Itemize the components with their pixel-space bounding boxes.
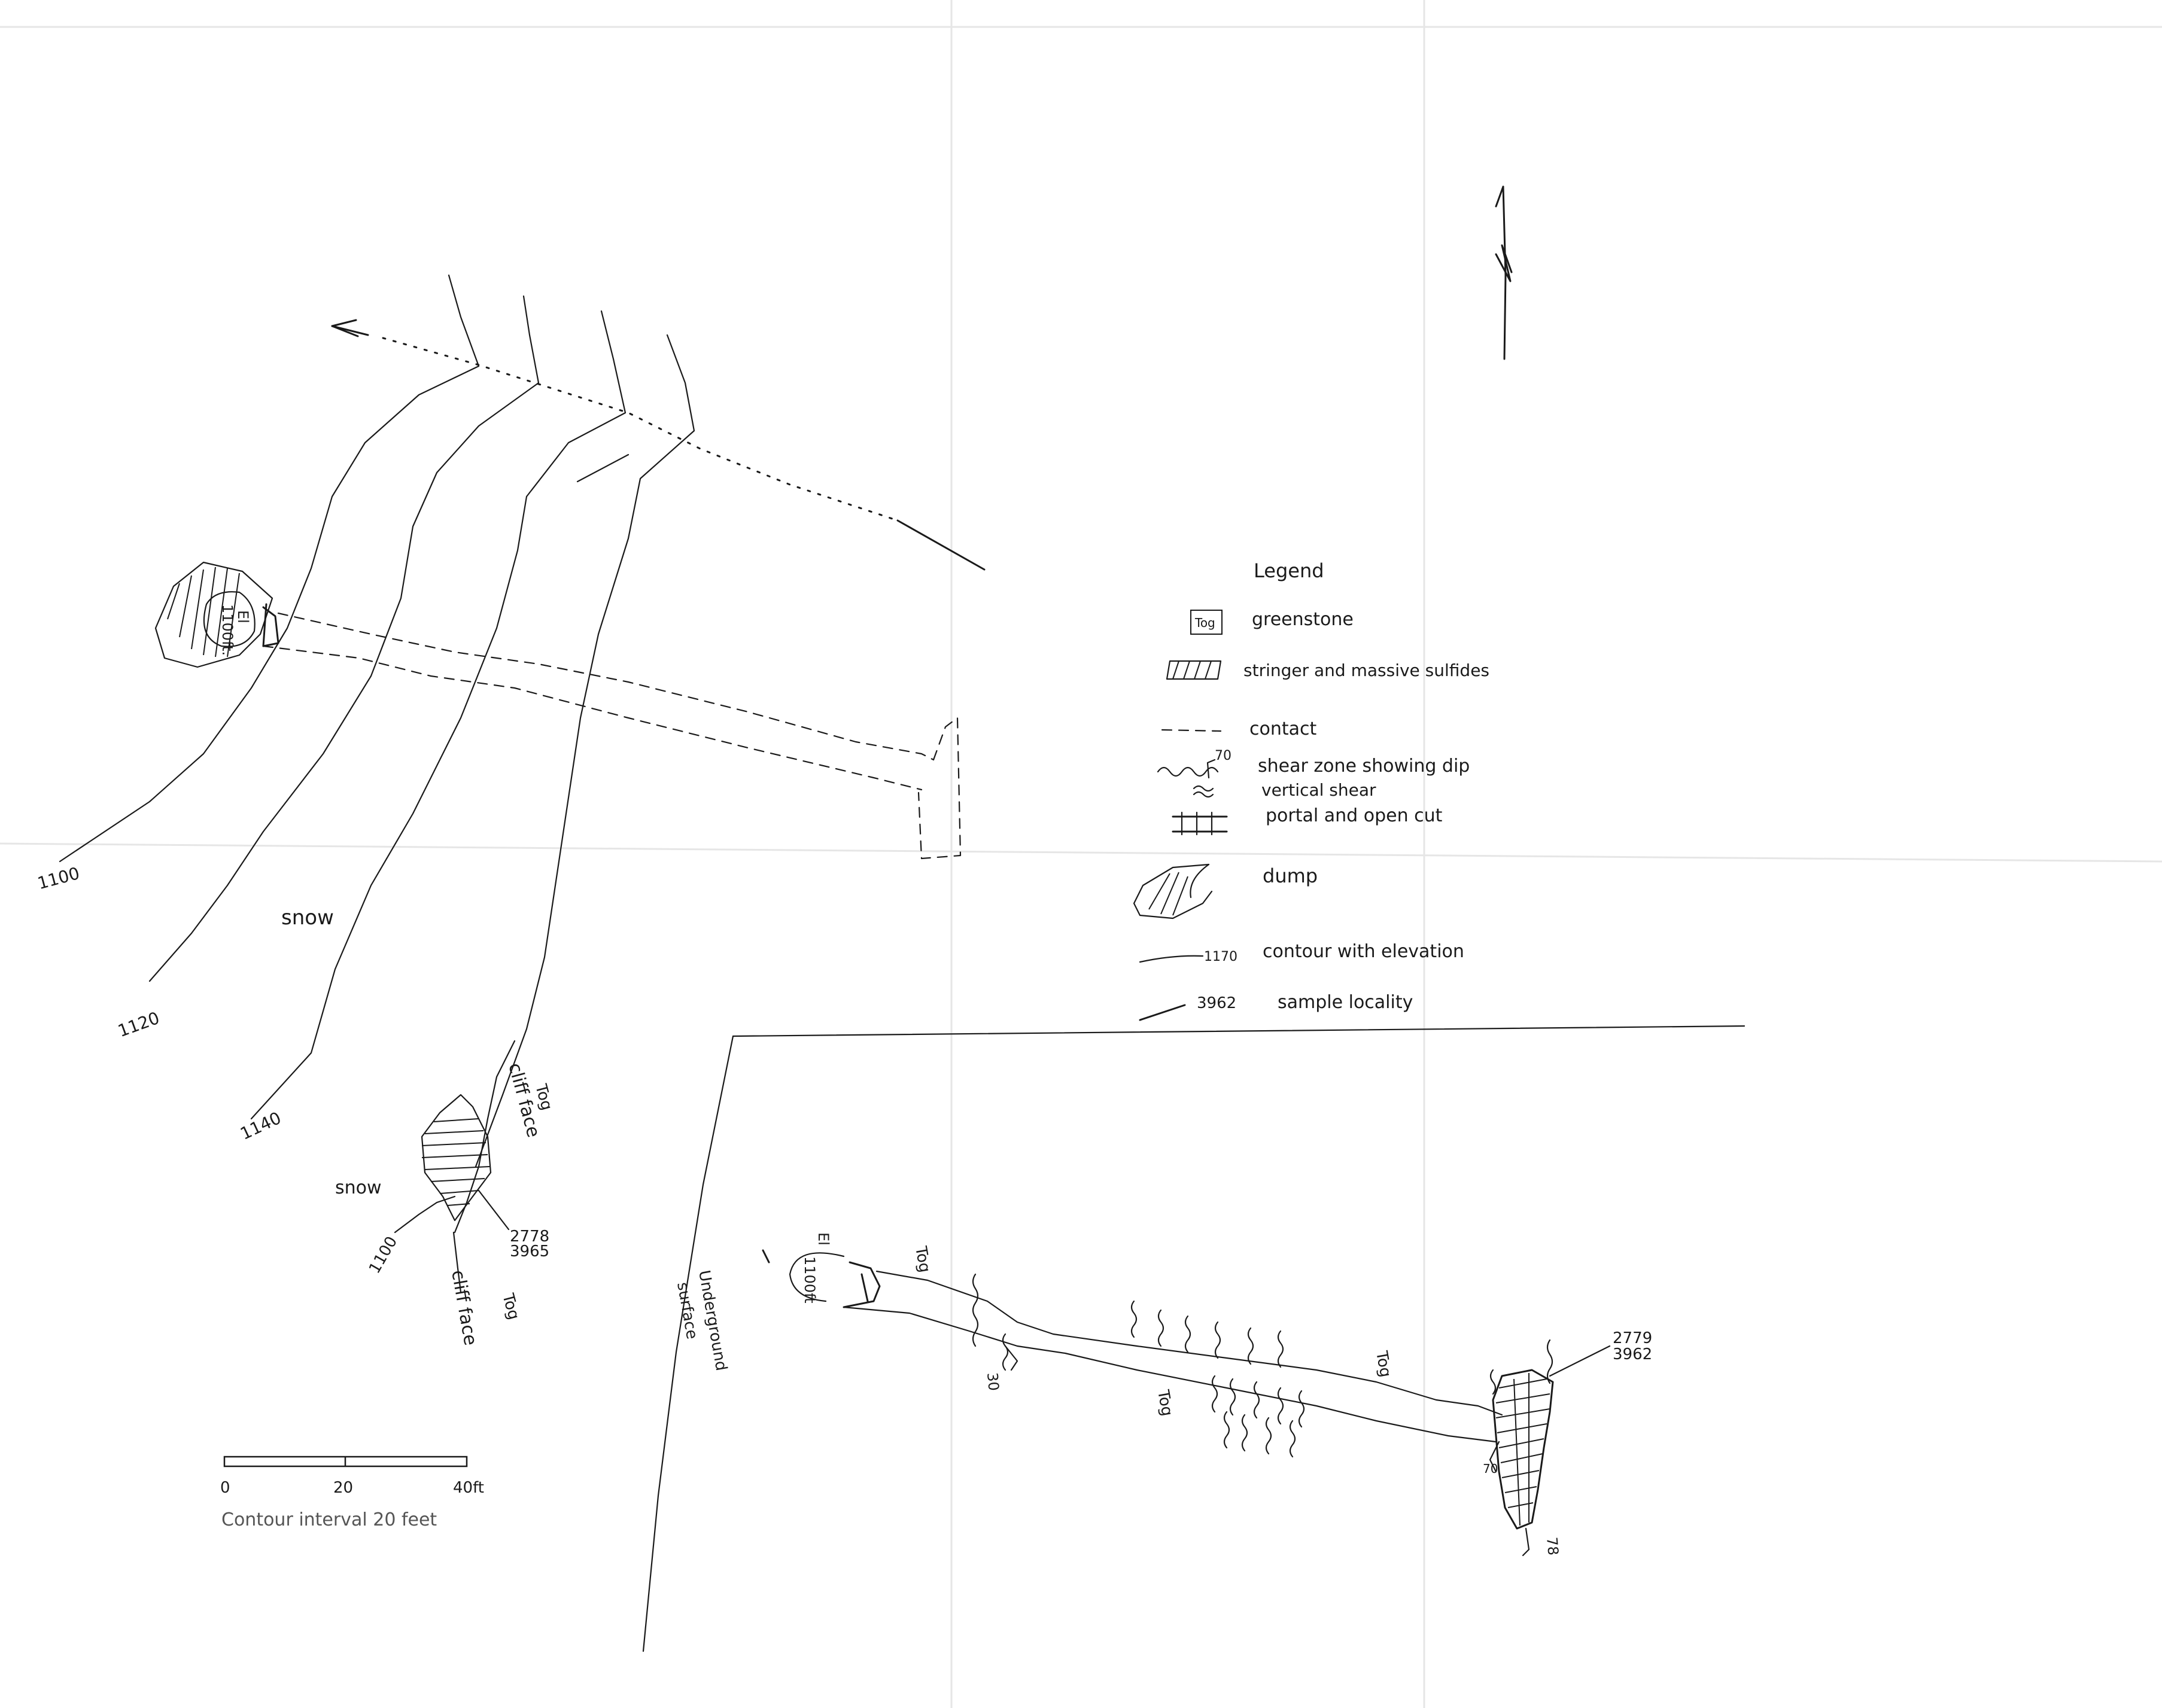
scale-tick-40ft: 40ft xyxy=(453,1479,484,1497)
ridge-line xyxy=(331,319,986,571)
legend-portal-swatch xyxy=(1172,811,1228,836)
portal-section-elevation-1: El xyxy=(815,1232,832,1246)
contour-label-1100-top: 1100 xyxy=(35,863,81,893)
legend-contour-example: 1170 xyxy=(1204,949,1237,964)
sulfide-body-plan xyxy=(421,1040,516,1234)
sample-plan-id1: 2778 xyxy=(510,1228,549,1246)
legend-dump-swatch xyxy=(1133,863,1213,920)
portal-section-elevation-2: 1100ft xyxy=(801,1256,818,1304)
adit-section xyxy=(843,1270,1503,1443)
underground-workings-plan xyxy=(262,612,962,860)
legend-tog-box-label: Tog xyxy=(1194,616,1215,630)
legend-shear-zone: shear zone showing dip xyxy=(1258,756,1470,777)
scale-tick-20: 20 xyxy=(333,1479,353,1497)
legend-shear-swatch xyxy=(1157,759,1219,798)
sulfide-body-section xyxy=(1489,1369,1554,1557)
legend-vertical-shear: vertical shear xyxy=(1261,780,1376,800)
tog-label-section-right: Tog xyxy=(1372,1349,1394,1378)
tog-label-plan-lower: Tog xyxy=(498,1291,523,1322)
cliff-face-label-lower: cliff face xyxy=(447,1268,481,1347)
legend: Legend Tog greenstone stringer and massi… xyxy=(1133,559,1489,1021)
legend-contact-swatch xyxy=(1161,729,1222,732)
legend-title: Legend xyxy=(1254,559,1324,582)
contour-label-1120: 1120 xyxy=(115,1008,162,1041)
sample-leader-section xyxy=(1549,1345,1611,1377)
contour-lines xyxy=(59,274,695,1168)
shear-marks-section xyxy=(972,1273,1553,1458)
underground-label-2: surface xyxy=(673,1281,701,1341)
dip-30-label: 30 xyxy=(984,1372,1002,1392)
scale-bar xyxy=(223,1456,468,1468)
sample-plan-id2: 3965 xyxy=(510,1243,549,1261)
dip-78-label: 78 xyxy=(1543,1536,1562,1556)
north-arrow xyxy=(1495,185,1513,360)
snow-label-main: snow xyxy=(281,906,334,930)
legend-sulfide-swatch xyxy=(1166,660,1222,680)
legend-tog-box xyxy=(1190,610,1223,635)
legend-contour: contour with elevation xyxy=(1263,941,1464,962)
legend-portal-open-cut: portal and open cut xyxy=(1266,805,1443,826)
legend-sample-example: 3962 xyxy=(1197,994,1236,1012)
tog-label-section-upper: Tog xyxy=(911,1244,933,1274)
legend-greenstone: greenstone xyxy=(1252,609,1354,630)
portal-plan-elevation-2: 1100ft. xyxy=(219,604,236,656)
legend-sample-swatch xyxy=(1139,1004,1186,1021)
snow-label-lower: snow xyxy=(335,1177,382,1198)
contour-label-1140: 1140 xyxy=(237,1108,284,1144)
sample-section-id1: 2779 xyxy=(1613,1329,1652,1347)
legend-dump: dump xyxy=(1263,864,1318,887)
dip-70-label: 70 xyxy=(1483,1462,1498,1476)
legend-sample-locality: sample locality xyxy=(1278,992,1413,1013)
legend-contour-swatch xyxy=(1139,955,1204,963)
portal-section xyxy=(762,1249,881,1308)
section-frame xyxy=(642,1025,1746,1652)
legend-shear-dip-value: 70 xyxy=(1215,748,1231,763)
portal-dump-plan xyxy=(154,561,279,668)
contour-label-1100-bottom: 1100 xyxy=(366,1234,401,1277)
tog-label-section-lower: Tog xyxy=(1154,1388,1176,1417)
underground-label-1: Underground xyxy=(695,1269,730,1372)
portal-plan-elevation-1: El xyxy=(235,610,251,623)
contour-interval-note: Contour interval 20 feet xyxy=(221,1509,437,1530)
sample-leader-plan xyxy=(478,1189,510,1231)
cliff-line-lower xyxy=(452,1231,462,1293)
legend-sulfides: stringer and massive sulfides xyxy=(1243,660,1489,680)
scale-tick-0: 0 xyxy=(220,1479,230,1497)
contour-1100-lower xyxy=(394,1195,456,1234)
sample-section-id2: 3962 xyxy=(1613,1345,1652,1363)
legend-contact: contact xyxy=(1249,718,1317,739)
